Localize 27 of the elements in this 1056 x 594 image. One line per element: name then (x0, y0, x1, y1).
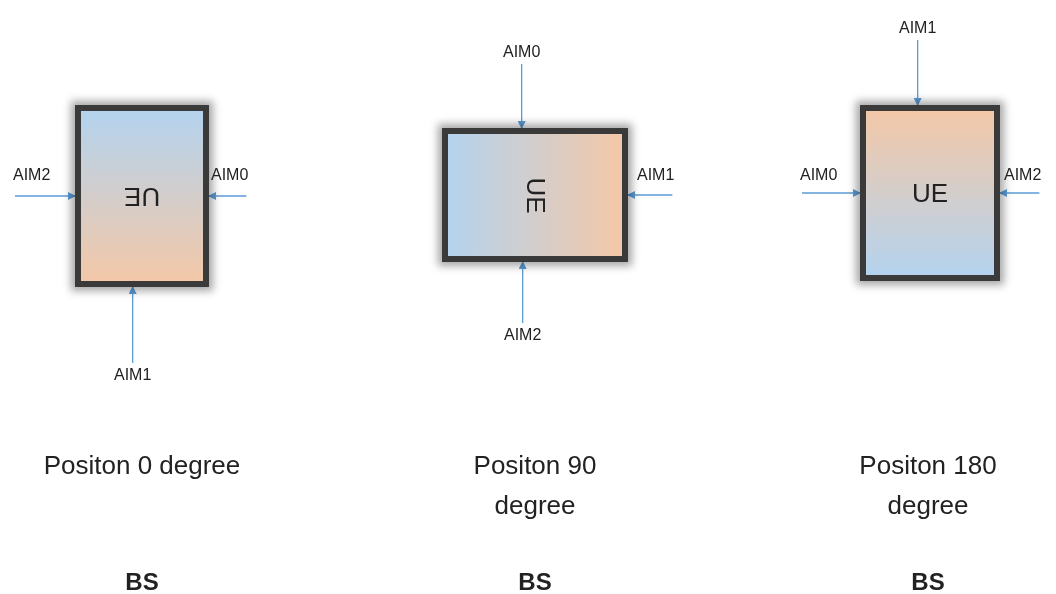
antenna-label: AIM2 (13, 165, 51, 185)
arrow (208, 192, 247, 200)
position-caption: Positon 0 degree (42, 449, 242, 482)
position-caption: Positon 180 degree (858, 449, 998, 522)
antenna-label: AIM1 (899, 18, 937, 38)
antenna-label: AIM1 (637, 165, 675, 185)
antenna-label: AIM2 (1004, 165, 1042, 185)
arrow (517, 63, 526, 129)
station-label: BS (910, 567, 946, 594)
device-box: UE (75, 105, 209, 287)
arrow (128, 286, 137, 364)
antenna-label: AIM0 (503, 42, 541, 62)
arrow (801, 189, 861, 197)
device-box: UE (860, 105, 1000, 281)
arrow (627, 191, 673, 199)
position-caption: Positon 90 degree (472, 449, 598, 522)
antenna-label: AIM0 (800, 165, 838, 185)
device-box: UE (442, 128, 628, 262)
station-label: BS (124, 567, 160, 594)
arrow (999, 189, 1040, 197)
arrow (14, 192, 76, 200)
antenna-label: AIM2 (504, 325, 542, 345)
antenna-label: AIM1 (114, 365, 152, 385)
antenna-label: AIM0 (211, 165, 249, 185)
station-label: BS (517, 567, 553, 594)
arrow (518, 261, 527, 324)
arrow (913, 39, 922, 106)
